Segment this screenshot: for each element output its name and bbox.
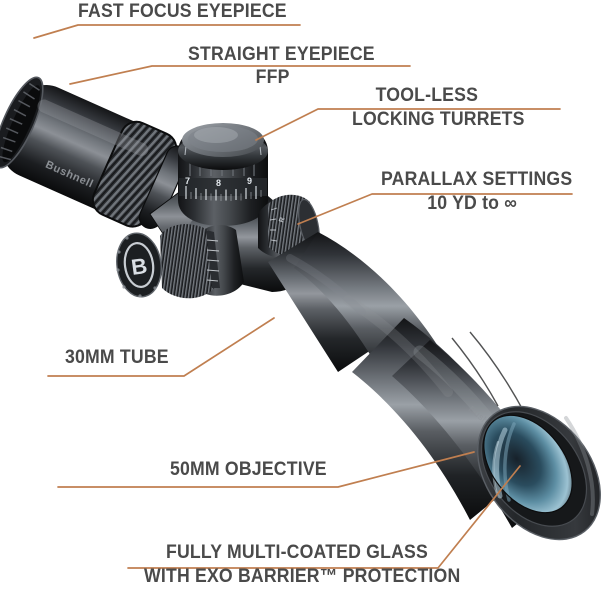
callout-line-2: 10 YD to ∞ xyxy=(427,193,518,215)
callout-line-1: FAST FOCUS EYEPIECE xyxy=(78,1,287,22)
callout-fully-multi-coated-glass: FULLY MULTI-COATED GLASS WITH EXO BARRIE… xyxy=(144,542,484,587)
eyecup-serrations xyxy=(0,82,40,161)
eyepiece-assembly: Bushnell xyxy=(0,76,189,229)
brand-circle xyxy=(123,242,155,288)
callout-line-1: 50MM OBJECTIVE xyxy=(170,459,327,480)
callout-fast-focus-eyepiece: FAST FOCUS EYEPIECE xyxy=(78,1,302,22)
callout-line-1: TOOL-LESS xyxy=(375,85,479,106)
callout-line-1: PARALLAX SETTINGS xyxy=(381,169,573,190)
turret-number: 7 xyxy=(185,176,190,186)
windage-marking: R xyxy=(278,217,286,224)
callout-tool-less-locking-turrets: TOOL-LESS LOCKING TURRETS xyxy=(352,86,538,130)
callout-line-2: WITH EXO BARRIER™ PROTECTION xyxy=(144,566,461,588)
bushnell-b-logo: B xyxy=(130,253,149,280)
callout-30mm-tube: 30MM TUBE xyxy=(65,347,177,368)
turret-number: 8 xyxy=(216,178,221,188)
callout-line-2: FFP xyxy=(255,67,290,89)
callout-straight-eyepiece: STRAIGHT EYEPIECE FFP xyxy=(188,45,389,88)
callout-line-2: LOCKING TURRETS xyxy=(352,109,525,131)
turret-scale: 7 8 9 xyxy=(179,176,267,201)
turret-number: 9 xyxy=(247,176,252,186)
callout-line-1: 30MM TUBE xyxy=(65,347,169,368)
callout-50mm-objective: 50MM OBJECTIVE xyxy=(170,459,339,480)
callout-parallax-settings: PARALLAX SETTINGS 10 YD to ∞ xyxy=(381,170,587,214)
callout-line-1: STRAIGHT EYEPIECE xyxy=(188,44,375,65)
parallax-turret: B xyxy=(116,224,244,299)
elevation-turret: 7 8 9 xyxy=(178,123,268,226)
callout-line-1: FULLY MULTI-COATED GLASS xyxy=(166,542,428,563)
objective-assembly: Bushnell xyxy=(268,232,601,541)
